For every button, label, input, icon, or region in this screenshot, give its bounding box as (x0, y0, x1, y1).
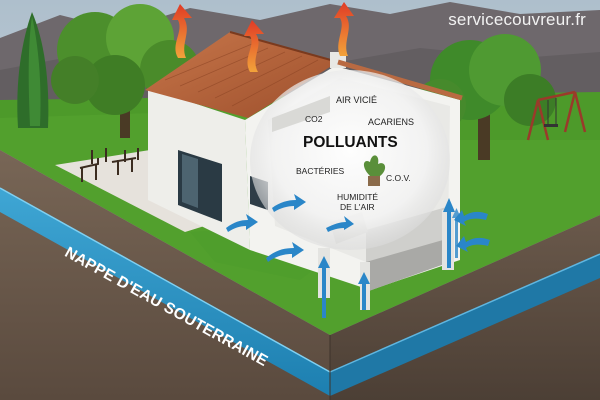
right-tree-trunk (478, 105, 490, 160)
hot-air-arrow-left (172, 4, 192, 58)
pollutant-title: POLLUANTS (303, 134, 398, 151)
cypress-tree-highlight (28, 16, 41, 126)
radon-rising-arrows (318, 198, 461, 318)
terrace-furniture (79, 148, 139, 182)
pollutant-bacteries: BACTÉRIES (296, 166, 345, 176)
pollutant-humidite-line1: HUMIDITÉ (337, 192, 379, 202)
watermark-text: servicecouvreur.fr (448, 10, 586, 29)
pollutant-air-vicie: AIR VICIÉ (336, 95, 378, 105)
hot-air-arrow-mid (244, 20, 264, 72)
plant-icon (363, 155, 386, 176)
pollutant-acariens: ACARIENS (368, 117, 415, 127)
pollutant-humidite-line2: DE L'AIR (340, 202, 375, 212)
hot-air-arrow-right (334, 2, 354, 56)
roof-cut-edge (337, 59, 463, 101)
left-tree-trunk (120, 90, 130, 138)
water-table-right (330, 254, 600, 396)
swing-set (526, 90, 587, 141)
bay-window-glare (182, 154, 198, 208)
air-inlet-arrows (226, 194, 490, 262)
water-table-left (0, 188, 330, 396)
pollutant-cov: C.O.V. (386, 173, 411, 183)
roof-ridge (229, 31, 339, 63)
plant-pot (368, 176, 380, 186)
roof-left (145, 32, 338, 118)
roof-tile-lines (164, 43, 319, 107)
water-surface-right (329, 253, 600, 373)
basement-floor (366, 238, 450, 292)
water-surface-left (0, 187, 331, 373)
interior-shelf (272, 96, 330, 132)
pollutant-co2: CO2 (305, 114, 323, 124)
